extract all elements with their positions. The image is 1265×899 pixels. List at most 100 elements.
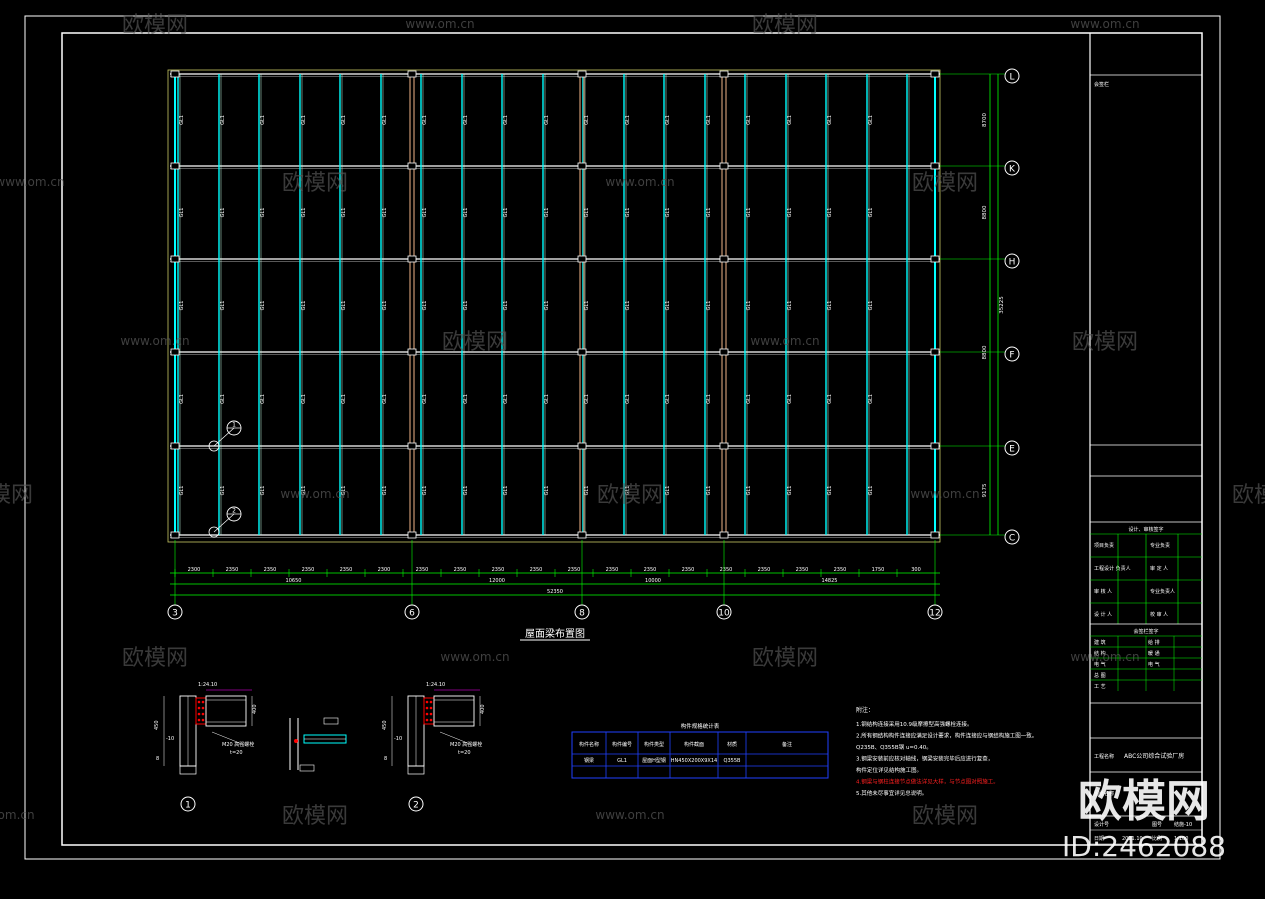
dim-text-bay: 2350 [606, 567, 619, 573]
table-cell: HN450X200X9X14 [671, 758, 717, 764]
dim-text-bay: 2350 [226, 567, 239, 573]
dim-text-right: 8800 [982, 205, 988, 219]
table-header: 材质 [727, 741, 737, 748]
beam-label: GL1 [787, 301, 793, 311]
column-joint [930, 70, 940, 78]
column-joint [719, 255, 729, 263]
sign-label: 电 气 [1148, 661, 1160, 668]
beam-label: GL1 [868, 486, 874, 496]
table-header: 构件类型 [644, 741, 664, 748]
firm-header: 设计、审核签字 [1128, 526, 1163, 533]
bolt [201, 700, 205, 704]
beam-label: GL1 [341, 301, 347, 311]
bottom-label: 图号 [1152, 822, 1162, 828]
detail-bolt-label: M20 高强螺栓 [450, 741, 482, 748]
column-joint [170, 442, 180, 450]
watermark-brand: 欧模网 [912, 804, 978, 829]
beam-label: GL1 [584, 486, 590, 496]
axis-bubble-bottom [574, 604, 590, 620]
beam-label: GL1 [665, 115, 671, 125]
watermark-url: www.om.cn [1070, 17, 1139, 31]
note-line: 1.钢结构连接采用10.9级摩擦型高强螺栓连接。 [856, 720, 973, 728]
detail-number: 2 [413, 801, 419, 811]
watermark-url: www.om.cn [120, 334, 189, 348]
beam-label: GL1 [341, 486, 347, 496]
column-joint [407, 255, 417, 263]
titleblock-label: 设 计 人 [1094, 611, 1112, 618]
dim-text-bay: 2350 [492, 567, 505, 573]
axis-bubble-right [1004, 253, 1020, 269]
axis-label-bottom: 8 [579, 609, 585, 619]
beam-label: GL1 [746, 208, 752, 218]
beam-label: GL1 [746, 394, 752, 404]
axis-label-right: H [1009, 258, 1016, 268]
sign-label: 电 气 [1094, 661, 1106, 668]
dim-text-bay: 2350 [682, 567, 695, 573]
watermark-brand: 欧模网 [282, 804, 348, 829]
bolt [201, 706, 205, 710]
beam-section [205, 695, 247, 727]
beam-label: GL1 [544, 394, 550, 404]
axis-label-right: C [1009, 534, 1015, 544]
dim-text-group: 10000 [645, 578, 661, 584]
dim-text-bay: 2350 [720, 567, 733, 573]
bolt [425, 712, 429, 716]
bottom-label: 比例 [1152, 835, 1162, 842]
beam-label: GL1 [463, 486, 469, 496]
beam-label: GL1 [625, 115, 631, 125]
end-plate [195, 697, 207, 725]
inner-frame [61, 32, 1203, 846]
bolt [201, 718, 205, 722]
dim-text-bay: 2350 [340, 567, 353, 573]
dim-text-bay: 2350 [302, 567, 315, 573]
beam-label: GL1 [706, 394, 712, 404]
bolt [425, 700, 429, 704]
beam-label: GL1 [422, 208, 428, 218]
dim-text-bay: 2350 [416, 567, 429, 573]
beam-label: GL1 [382, 486, 388, 496]
bolt [197, 700, 201, 704]
table-cell: 屋面H型钢 [642, 757, 666, 764]
column-joint [170, 70, 180, 78]
column-joint [719, 162, 729, 170]
watermark-brand: 欧模网 [0, 483, 33, 508]
column-joint [577, 70, 587, 78]
beam-label: GL1 [260, 486, 266, 496]
bottom-value: 结施-10 [1174, 821, 1192, 828]
dim-text-bay: 2300 [378, 567, 391, 573]
beam-label: GL1 [220, 394, 226, 404]
note-line: 2.所有钢结构构件连接应满足设计要求，构件连接应与钢结构施工图一致。 [856, 732, 1037, 740]
watermark-brand-large: 欧模网 [1078, 776, 1210, 827]
detail-weld-label: 8 [384, 756, 387, 762]
detail-side-label: 400 [252, 704, 258, 714]
axis-label-right: E [1009, 445, 1015, 455]
detail-side-label: 400 [480, 704, 486, 714]
dim-text-right-total: 35225 [999, 296, 1005, 314]
axis-label-bottom: 6 [409, 609, 415, 619]
beam-label: GL1 [301, 486, 307, 496]
callout-label: 2 [232, 508, 236, 515]
bolt [197, 718, 201, 722]
sign-label: 建 筑 [1094, 639, 1106, 646]
axis-bubble-right [1004, 68, 1020, 84]
watermark-url: www.om.cn [280, 487, 349, 501]
column-joint [719, 442, 729, 450]
dim-text-bay: 1750 [872, 567, 885, 573]
sign-label: 结 构 [1094, 650, 1106, 657]
beam-label: GL1 [868, 115, 874, 125]
detail-dim-label: 1:24.10 [198, 682, 217, 688]
detail-dim-label: 1:24.10 [426, 682, 445, 688]
beam-label: GL1 [220, 115, 226, 125]
beam-label: GL1 [706, 115, 712, 125]
watermark-brand: 欧模网 [752, 13, 818, 38]
axis-bubble-bottom [167, 604, 183, 620]
beam-label: GL1 [787, 208, 793, 218]
bottom-label: 日期 [1094, 836, 1104, 842]
watermark-brand: 欧模网 [122, 646, 188, 671]
bolt [201, 712, 205, 716]
beam-label: GL1 [503, 394, 509, 404]
axis-bubble-bottom [404, 604, 420, 620]
dim-text-right: 8800 [982, 345, 988, 359]
watermark-url: www.om.cn [750, 334, 819, 348]
end-plate [423, 697, 435, 725]
